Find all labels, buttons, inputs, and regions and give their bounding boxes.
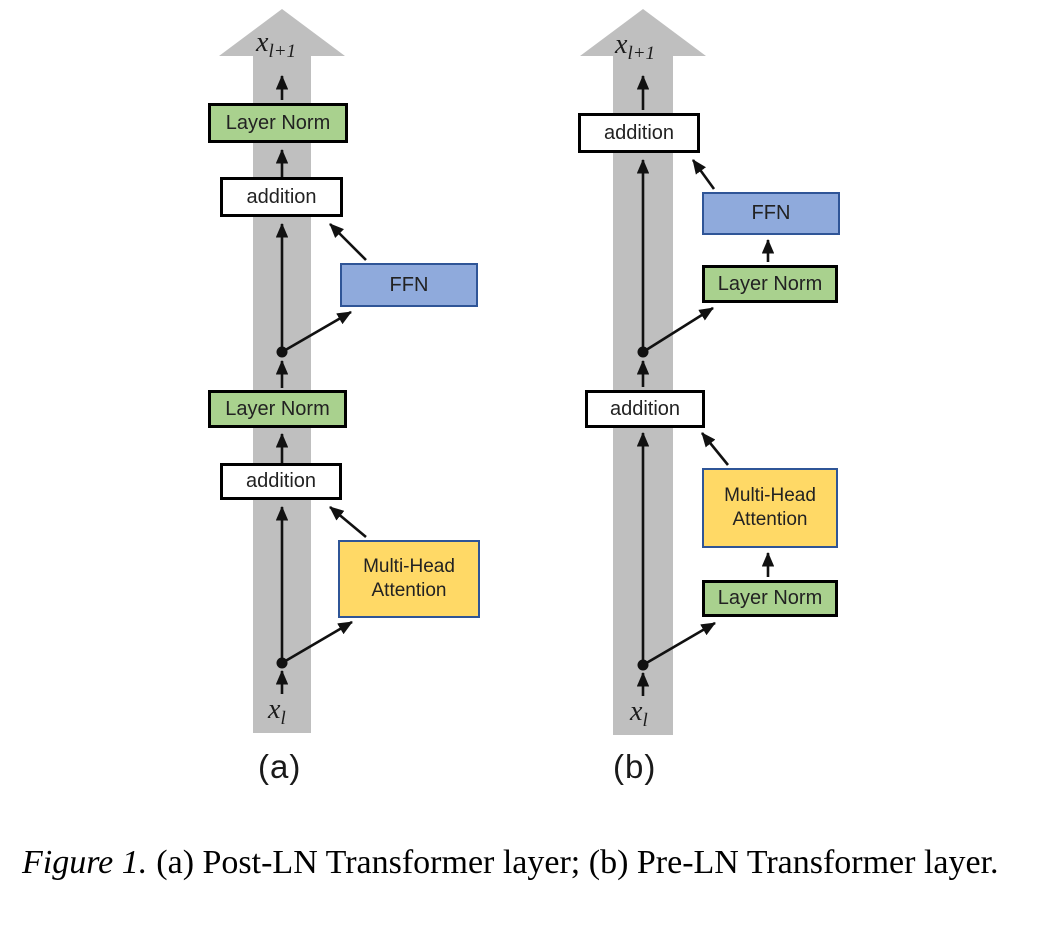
residual-junction-dot: [637, 346, 649, 358]
ffn-block-a: FFN: [340, 263, 478, 307]
ffn-block-b: FFN: [702, 192, 840, 235]
addition-block-b-mid: addition: [585, 390, 705, 428]
input-label-b: xl: [630, 696, 648, 731]
addition-label: addition: [603, 121, 675, 144]
output-label-b: xl+1: [615, 29, 656, 64]
caption-text: (a) Post-LN Transformer layer; (b) Pre-L…: [156, 844, 999, 881]
caption-figure-label: Figure 1.: [22, 844, 148, 881]
ffn-label: FFN: [389, 273, 429, 296]
addition-label: addition: [609, 397, 681, 420]
multi-head-attention-block-b: Multi-Head Attention: [702, 468, 838, 548]
figure-caption: Figure 1.(a) Post-LN Transformer layer; …: [22, 838, 1030, 888]
layer-norm-label: Layer Norm: [225, 111, 331, 134]
multi-head-attention-label: Multi-Head Attention: [363, 556, 455, 601]
layer-norm-block-a-top: Layer Norm: [208, 103, 348, 143]
input-label-a: xl: [268, 694, 286, 729]
addition-label: addition: [245, 470, 317, 492]
arrows-diagram-b: [636, 74, 775, 696]
layer-norm-block-b-lower: Layer Norm: [702, 580, 838, 617]
subfigure-label-a: (a): [258, 748, 302, 785]
layer-norm-block-b-upper: Layer Norm: [702, 265, 838, 303]
subfigure-label-b: (b): [613, 748, 657, 785]
addition-block-a-top: addition: [220, 177, 343, 217]
output-label-a: xl+1: [256, 27, 297, 62]
layer-norm-label: Layer Norm: [225, 397, 330, 420]
residual-junction-dot: [276, 346, 288, 358]
addition-block-a-bottom: addition: [220, 463, 342, 500]
ffn-label: FFN: [751, 202, 791, 224]
layer-norm-label: Layer Norm: [717, 272, 823, 295]
multi-head-attention-block-a: Multi-Head Attention: [338, 540, 480, 618]
addition-block-b-top: addition: [578, 113, 700, 153]
layer-norm-label: Layer Norm: [717, 587, 823, 609]
residual-junction-dot: [276, 657, 288, 669]
multi-head-attention-label: Multi-Head Attention: [724, 485, 816, 530]
addition-label: addition: [246, 185, 317, 208]
arrows-diagram-a: [275, 74, 367, 694]
layer-norm-block-a-mid: Layer Norm: [208, 390, 347, 428]
residual-junction-dot: [637, 659, 649, 671]
